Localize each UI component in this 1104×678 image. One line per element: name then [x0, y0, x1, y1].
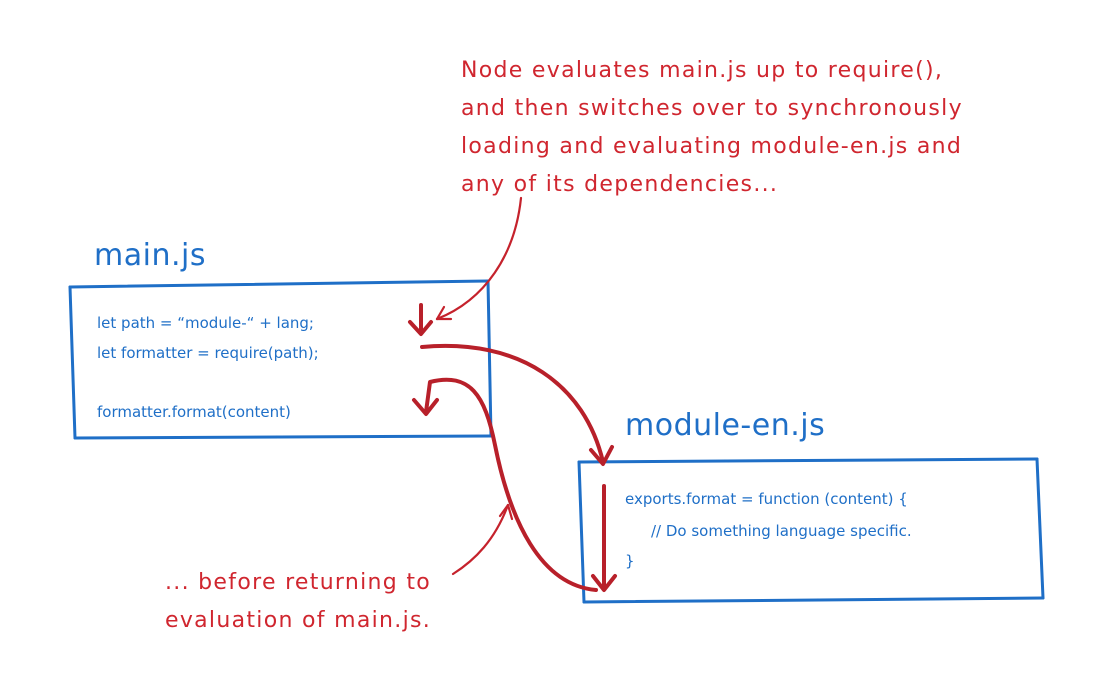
flow-arrow-to-module — [420, 343, 614, 466]
module-en-js-title: module-en.js — [625, 408, 826, 443]
annotation-arrow-bottom — [451, 503, 514, 576]
annotation-top: Node evaluates main.js up to require(), … — [461, 52, 963, 204]
annotation-bottom-line-1: ... before returning to — [165, 570, 432, 595]
module-code-line-3: } — [625, 552, 635, 570]
annotation-top-line-2: and then switches over to synchronously — [461, 96, 963, 121]
module-code-line-1: exports.format = function (content) { — [625, 490, 908, 508]
eval-arrow-module — [591, 484, 617, 592]
annotation-top-line-1: Node evaluates main.js up to require(), — [461, 58, 944, 83]
annotation-bottom: ... before returning to evaluation of ma… — [165, 564, 431, 640]
main-code-line-1: let path = “module-“ + lang; — [97, 314, 314, 332]
eval-arrow-main-1 — [408, 303, 433, 336]
annotation-top-line-4: any of its dependencies... — [461, 172, 779, 197]
main-code-line-3: formatter.format(content) — [97, 403, 291, 421]
annotation-top-line-3: loading and evaluating module-en.js and — [461, 134, 963, 159]
module-code-line-2: // Do something language specific. — [651, 522, 912, 540]
main-js-box — [68, 279, 493, 440]
main-js-title: main.js — [94, 238, 206, 273]
annotation-arrow-top — [435, 196, 523, 321]
flow-arrow-return-to-main — [412, 377, 598, 592]
module-en-js-box — [577, 457, 1045, 604]
main-code-line-2: let formatter = require(path); — [97, 344, 319, 362]
annotation-bottom-line-2: evaluation of main.js. — [165, 608, 432, 633]
